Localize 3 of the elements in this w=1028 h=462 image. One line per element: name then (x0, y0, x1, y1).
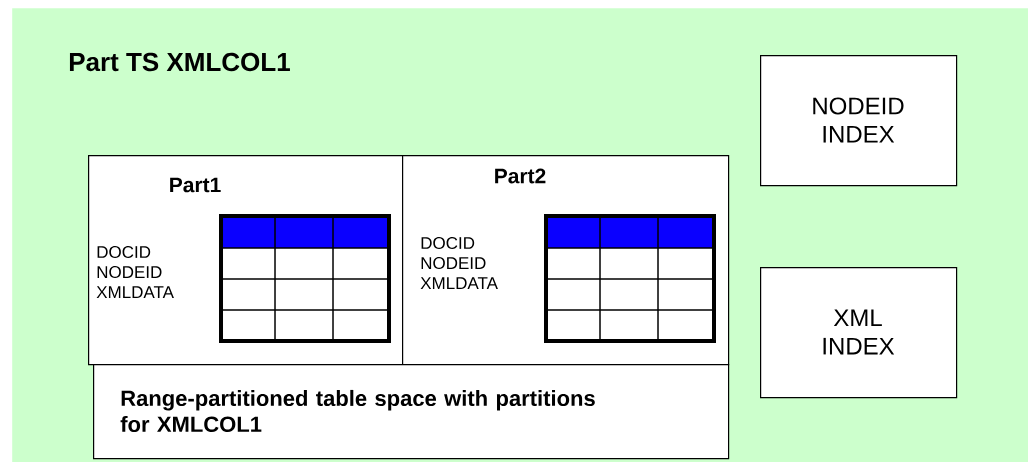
index-box: NODEID INDEX (760, 55, 958, 187)
index-box: XML INDEX (760, 267, 958, 399)
caption-box: Range-partitioned table space with partitions for XMLCOL1 (93, 364, 730, 460)
